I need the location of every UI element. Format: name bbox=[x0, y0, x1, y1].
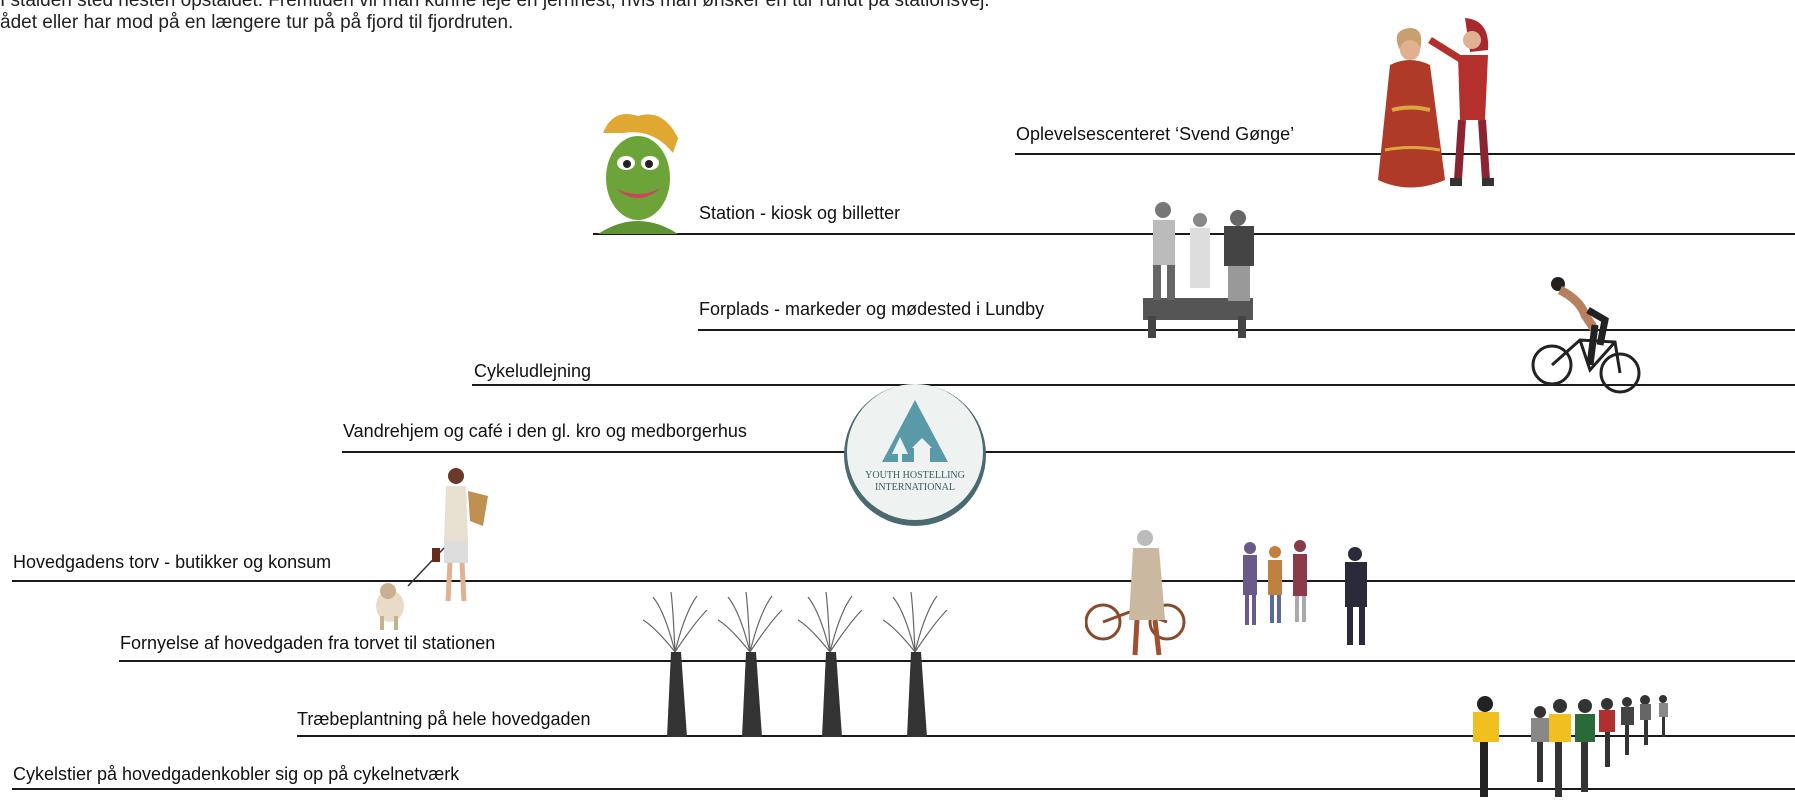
feature-label-vandrehjem: Vandrehjem og café i den gl. kro og medb… bbox=[343, 421, 747, 441]
feature-line-fornyelse bbox=[119, 660, 1795, 662]
feature-line-cykelstier bbox=[12, 788, 1795, 790]
feature-line-forplads bbox=[698, 329, 1795, 331]
green-puppet-image bbox=[593, 108, 688, 234]
feature-line-cykeludlejning bbox=[472, 384, 1795, 386]
feature-label-traebeplantning: Træbeplantning på hele hovedgaden bbox=[297, 709, 591, 729]
feature-label-fornyelse: Fornyelse af hovedgaden fra torvet til s… bbox=[120, 633, 496, 653]
intro-text-line-2: ådet eller har mod på en længere tur på … bbox=[0, 12, 514, 33]
logo-text-line-1: YOUTH HOSTELLING bbox=[865, 470, 965, 481]
logo-text-line-2: INTERNATIONAL bbox=[875, 482, 955, 493]
woman-walking-dog-image bbox=[368, 466, 493, 636]
willow-trees-image bbox=[635, 592, 955, 737]
feature-label-station: Station - kiosk og billetter bbox=[699, 203, 901, 223]
pedestrians-image bbox=[1085, 530, 1395, 665]
market-people-image bbox=[1138, 198, 1270, 340]
feature-label-cykelstier: Cykelstier på hovedgadenkobler sig op på… bbox=[13, 764, 460, 784]
intro-text-line-1: I stalden sted nesten opstaldet. Fremtid… bbox=[0, 0, 990, 11]
feature-label-forplads: Forplads - markeder og mødested i Lundby bbox=[699, 299, 1045, 319]
feature-line-vandrehjem bbox=[342, 451, 1795, 453]
feature-line-torv bbox=[12, 580, 1795, 582]
feature-label-cykeludlejning: Cykeludlejning bbox=[474, 361, 592, 381]
feature-line-traebeplantning bbox=[297, 735, 1795, 737]
cyclist-image bbox=[1530, 270, 1645, 400]
medieval-dancers-image bbox=[1370, 10, 1510, 195]
youth-hostelling-logo: YOUTH HOSTELLING INTERNATIONAL bbox=[840, 382, 990, 528]
cyclists-group-image bbox=[1465, 692, 1685, 800]
feature-label-torv: Hovedgadens torv - butikker og konsum bbox=[13, 552, 332, 572]
feature-label-svend-gonge: Oplevelsescenteret ‘Svend Gønge’ bbox=[1016, 124, 1295, 144]
